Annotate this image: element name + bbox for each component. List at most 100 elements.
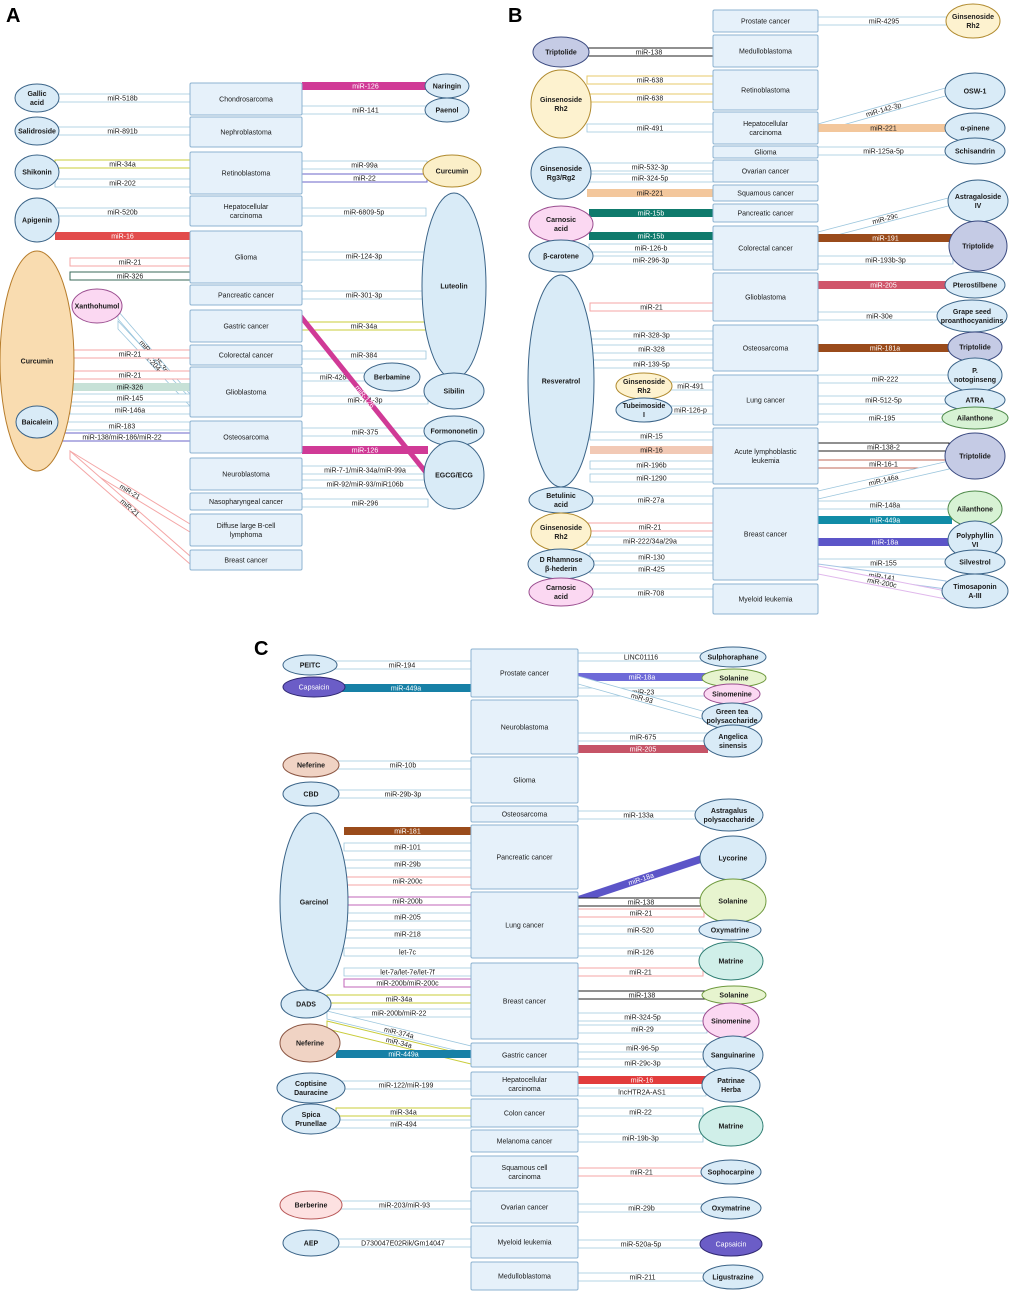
mirna-link: miR-21	[586, 522, 714, 532]
cancer-box	[470, 1225, 579, 1259]
compound-node	[71, 288, 123, 324]
mirna-link: miR-22	[577, 1107, 704, 1117]
mirna-link: miR-139-5p	[589, 359, 714, 369]
mirna-link: miR-520a-5p	[577, 1239, 705, 1249]
mirna-link: miR-21	[577, 967, 704, 977]
compound-node	[947, 357, 1003, 393]
cancer-box	[189, 230, 303, 284]
mirna-link: miR-183	[53, 421, 191, 431]
compound-node	[423, 372, 485, 410]
mirna-label: miR-638	[637, 96, 664, 103]
cancer-box	[189, 366, 303, 418]
compound-label: Luteolin	[440, 284, 467, 291]
mirna-link: miR-146a	[69, 405, 191, 415]
compound-node	[944, 72, 1006, 110]
mirna-link: miR-92/miR-93/miR106b	[301, 479, 429, 489]
mirna-link: miR-22	[301, 173, 428, 183]
mirna-label: miR-21	[119, 498, 141, 518]
mirna-link: miR-221	[818, 124, 949, 133]
mirna-label: miR-29b-3p	[385, 792, 422, 799]
mirna-link: miR-34a	[335, 1107, 472, 1117]
mirna-label: miR-126	[352, 448, 379, 455]
link-band	[818, 234, 953, 242]
mirna-label: miR-449a	[391, 686, 421, 693]
cancer-box	[470, 805, 579, 823]
mirna-link: miR-384	[301, 350, 427, 360]
cancer-box	[470, 699, 579, 755]
mirna-link: miR-29b-3p	[334, 789, 472, 799]
compound-node	[615, 397, 673, 423]
mirna-label: miR-6809-5p	[344, 210, 385, 217]
mirna-label: miR-518b	[107, 96, 137, 103]
mirna-link: miR-449a	[341, 684, 471, 693]
mirna-label: miR-148a	[870, 503, 900, 510]
cancer-box	[712, 427, 819, 485]
mirna-label: miR-21	[119, 352, 142, 359]
cancer-label: Glioma	[235, 255, 257, 262]
compound-node	[14, 197, 60, 243]
cancer-label: Retinoblastoma	[222, 171, 271, 178]
mirna-link: miR-19b-3p	[577, 1133, 704, 1143]
link-band	[70, 383, 190, 391]
link-band	[818, 538, 952, 546]
mirna-label: miR-139-5p	[633, 362, 670, 369]
mirna-link: miR-512-5p	[817, 395, 950, 405]
cancer-label: Medulloblastoma	[739, 49, 792, 56]
mirna-link: miR-21	[589, 302, 714, 312]
compound-label: Sinomenine	[712, 692, 752, 699]
cancer-box	[470, 962, 579, 1040]
compound-label: Pterostilbene	[953, 283, 997, 290]
mirna-label: miR-124-3p	[346, 254, 383, 261]
mirna-label: miR-4295	[869, 19, 899, 26]
cancer-label: Pancreatic cancer	[496, 855, 553, 862]
mirna-label: miR-708	[638, 591, 665, 598]
compound-label: Triptolide	[959, 345, 991, 352]
mirna-label: miR-675	[630, 735, 657, 742]
cancer-label: Glioma	[513, 778, 535, 785]
cancer-label: Gastric cancer	[502, 1053, 548, 1060]
compound-node	[281, 1103, 341, 1135]
cancer-box	[712, 145, 819, 159]
cancer-box	[470, 891, 579, 959]
compound-label: Sinomenine	[711, 1019, 751, 1026]
cancer-box	[470, 1129, 579, 1153]
cancer-label: Osteosarcoma	[223, 435, 269, 442]
mirna-link: miR-218	[343, 929, 472, 939]
cancer-box	[712, 225, 819, 271]
mirna-label: miR-202	[109, 181, 136, 188]
cancer-label: Pancreatic cancer	[737, 211, 794, 218]
compound-node	[700, 1196, 762, 1220]
cancer-label: Colorectal cancer	[219, 353, 274, 360]
mirna-link: miR-6809-5p	[301, 207, 427, 217]
mirna-link: miR-494	[335, 1119, 472, 1129]
mirna-label: miR-30e	[866, 314, 893, 321]
compound-label: PEITC	[300, 663, 321, 670]
mirna-label: miR-19b-3p	[622, 1136, 659, 1143]
compound-label: Solanine	[719, 676, 748, 683]
cancer-label: Breast cancer	[744, 532, 788, 539]
mirna-link: miR-122/miR-199	[340, 1080, 472, 1090]
mirna-label: miR-200b/miR-200c	[376, 981, 439, 988]
mirna-link: miR-18a	[578, 673, 706, 682]
compound-label: Salidroside	[18, 129, 56, 136]
compound-node	[279, 1190, 343, 1220]
mirna-link: miR-222/34a/29a	[586, 536, 714, 546]
mirna-link: miR-16	[578, 1076, 706, 1085]
mirna-link: miR-4295	[817, 16, 951, 26]
cancer-box	[470, 1190, 579, 1224]
link-band	[578, 745, 708, 753]
links-layer: miR-518bmiR-891bmiR-34amiR-202miR-520bmi…	[53, 16, 954, 1282]
mirna-link: miR-29b	[343, 859, 472, 869]
mirna-link: miR-675	[577, 732, 709, 742]
cancer-label: Gastric cancer	[223, 324, 269, 331]
mirna-link: miR-21	[69, 450, 191, 533]
mirna-link: miR-34a	[54, 159, 191, 169]
cancer-label: Prostate cancer	[500, 671, 550, 678]
